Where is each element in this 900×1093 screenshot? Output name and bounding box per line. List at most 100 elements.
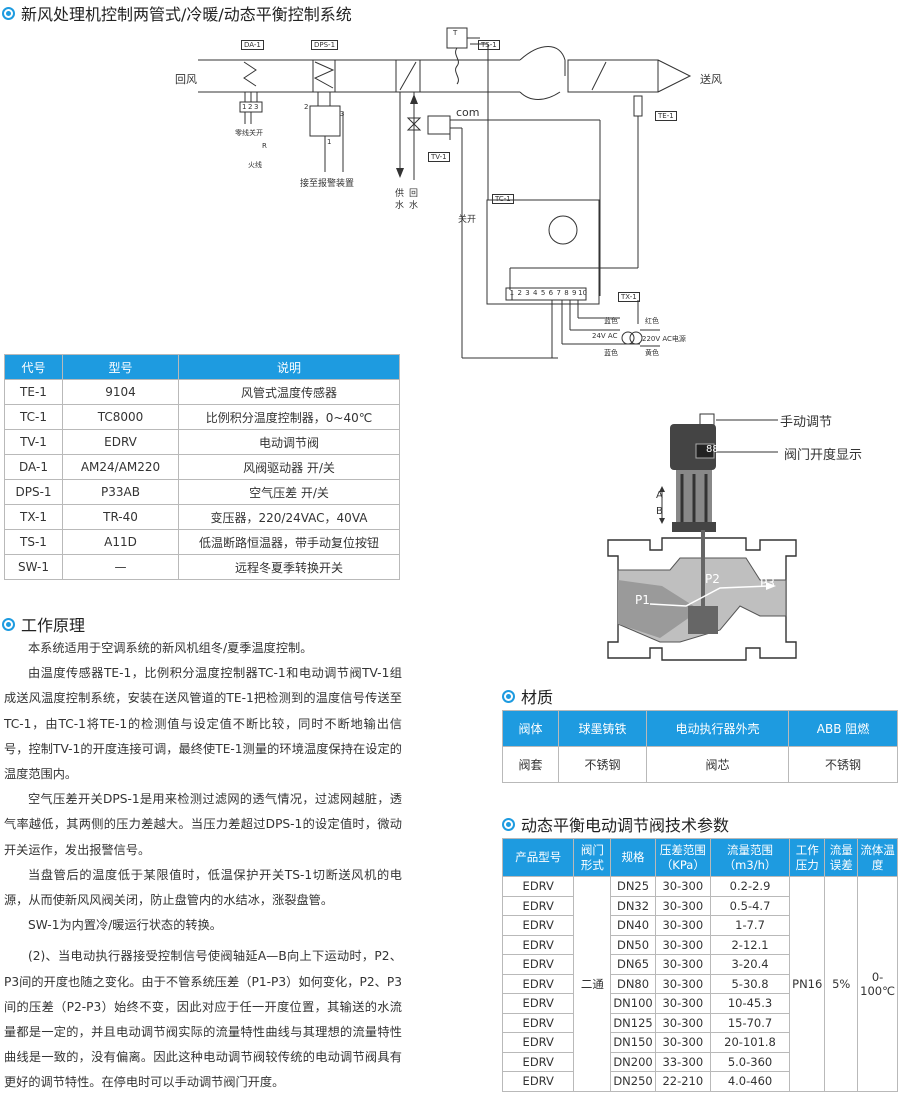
filter-box <box>312 59 336 93</box>
table-cell: EDRV <box>501 973 575 994</box>
table-cell: 9104 <box>62 379 179 405</box>
table-cell: 电动调节阀 <box>178 429 400 455</box>
control-diagram <box>198 27 692 359</box>
terminal: 2 <box>517 289 522 297</box>
supply-arrow-icon <box>396 168 404 178</box>
yellow-label: 黄色 <box>645 349 659 357</box>
tx1-coil-a <box>621 331 635 345</box>
b-label: B <box>656 506 663 517</box>
table-cell: 20-101.8 <box>709 1032 791 1053</box>
tech-title: 动态平衡电动调节阀技术参数 <box>521 816 730 835</box>
blue2-label: 蓝色 <box>604 349 618 357</box>
table-cell: 15-70.7 <box>709 1012 791 1033</box>
com-label: com <box>456 106 480 119</box>
table-cell: TS-1 <box>4 529 63 555</box>
a-label: A <box>656 490 663 501</box>
paragraph: 当盘管后的温度低于某限值时，低温保护开关TS-1切断送风机的电源，从而使新风风阀… <box>4 867 402 908</box>
arrow-up-icon <box>659 486 665 492</box>
table-cell: 风管式温度传感器 <box>178 379 400 405</box>
table-cell: 5-30.8 <box>709 973 791 994</box>
switch-label: 关开 <box>458 215 477 225</box>
table-row: 阀套 不锈钢 阀芯 不锈钢 <box>502 746 898 783</box>
r-label: R <box>262 142 267 150</box>
page-title-block: 新风处理机控制两管式/冷暖/动态平衡控制系统 <box>2 1 352 25</box>
table-header: 产品型号 <box>501 838 575 877</box>
table-cell: DN125 <box>610 1012 656 1033</box>
table-cell: A11D <box>62 529 179 555</box>
form-cell: 二通 <box>573 876 612 1092</box>
table-cell: TX-1 <box>4 504 63 530</box>
table-header-row: 阀体 球墨铸铁 电动执行器外壳 ABB 阻燃 <box>502 710 898 747</box>
table-header: 代号 <box>4 354 63 380</box>
return-air-label: 回风 <box>175 73 197 86</box>
table-cell: 不锈钢 <box>788 746 898 783</box>
da1-tag: DA-1 <box>241 40 264 50</box>
table-cell: 30-300 <box>654 1012 711 1033</box>
table-cell: TC-1 <box>4 404 63 430</box>
table-cell: 低温断路恒温器，带手动复位按钮 <box>178 529 400 555</box>
tech-params-table: 产品型号 阀门形式 规格 压差范围（KPa） 流量范围（m3/h） 工作压力 流… <box>501 838 898 1092</box>
alarm-label: 接至报警装置 <box>300 179 355 189</box>
table-header: 阀体 <box>502 710 559 747</box>
table-cell: EDRV <box>501 954 575 975</box>
return-water-label: 回水 <box>409 189 419 211</box>
table-header: 流量范围（m3/h） <box>709 838 791 877</box>
manual-label: 手动调节 <box>780 415 833 430</box>
ts1-coil <box>455 47 459 85</box>
pressure-cell: PN16 <box>789 876 826 1092</box>
dps-pin: 1 <box>327 138 332 146</box>
table-cell: 22-210 <box>654 1071 711 1092</box>
error-cell: 5% <box>824 876 859 1092</box>
v24-label: 24V AC <box>592 332 618 340</box>
paragraph: 本系统适用于空调系统的新风机组冬/夏季温度控制。 <box>28 641 313 655</box>
table-header-row: 代号 型号 说明 <box>4 354 400 380</box>
table-cell: EDRV <box>501 1012 575 1033</box>
table-cell: DN65 <box>610 954 656 975</box>
table-cell: EDRV <box>501 1071 575 1092</box>
table-cell: EDRV <box>501 1051 575 1072</box>
table-cell: EDRV <box>501 876 575 897</box>
blue1-label: 蓝色 <box>604 317 618 325</box>
dps-pin: 2 <box>304 103 309 111</box>
valve-core <box>688 606 718 634</box>
table-cell: 空气压差 开/关 <box>178 479 400 505</box>
table-header: ABB 阻燃 <box>788 710 898 747</box>
principle-text: 本系统适用于空调系统的新风机组冬/夏季温度控制。 由温度传感器TE-1，比例积分… <box>4 636 402 1093</box>
supply-water-label: 供水 <box>395 189 405 211</box>
table-cell: 2-12.1 <box>709 934 791 955</box>
table-cell: EDRV <box>62 429 179 455</box>
table-header: 工作压力 <box>789 838 826 877</box>
table-cell: 不锈钢 <box>558 746 647 783</box>
table-cell: EDRV <box>501 895 575 916</box>
te1-probe <box>633 95 643 117</box>
table-cell: 比例积分温度控制器，0~40℃ <box>178 404 400 430</box>
valve-illustration <box>607 413 797 661</box>
table-cell: 30-300 <box>654 934 711 955</box>
t-tag: T <box>453 29 458 37</box>
fan-diag <box>591 61 607 91</box>
table-cell: TV-1 <box>4 429 63 455</box>
table-cell: DN40 <box>610 915 656 936</box>
duct-nose <box>657 59 692 93</box>
table-cell: DN25 <box>610 876 656 897</box>
terminal: 10 <box>578 289 588 297</box>
table-cell: DN32 <box>610 895 656 916</box>
table-header-row: 产品型号 阀门形式 规格 压差范围（KPa） 流量范围（m3/h） 工作压力 流… <box>501 838 898 877</box>
terminal: 7 <box>556 289 561 297</box>
flow-path-arrow <box>649 585 769 607</box>
table-cell: DN80 <box>610 973 656 994</box>
damper-symbol <box>243 61 257 87</box>
terminal: 9 <box>572 289 577 297</box>
tc1-terminal-list: 1 2 3 4 5 6 7 8 9 10 <box>508 289 588 297</box>
table-row: EDRV 二通 DN25 30-300 0.2-2.9 PN16 5% 0-10… <box>501 876 898 1092</box>
